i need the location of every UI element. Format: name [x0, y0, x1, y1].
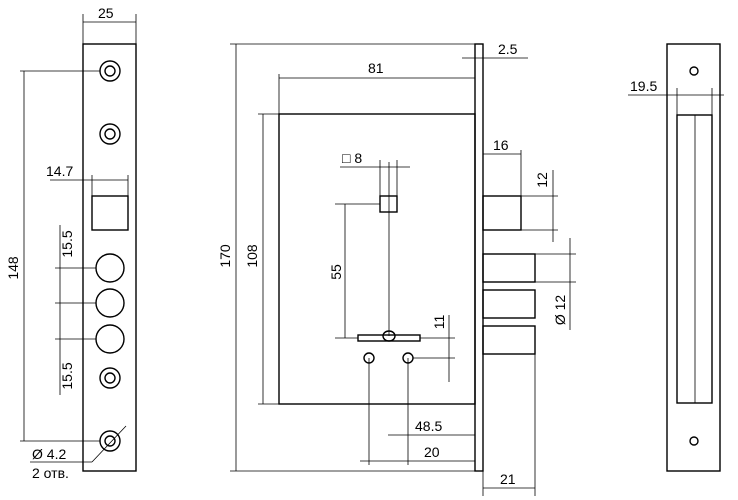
dim-spindle-to-key: 55 [328, 264, 344, 280]
faceplate-edge [474, 43, 484, 472]
dim-pitch-upper: 15.5 [59, 230, 75, 257]
strike-opening [676, 114, 713, 404]
bolt-hole-3 [95, 324, 125, 354]
dim-backset: 21 [500, 471, 516, 487]
bolt-hole-1 [95, 253, 125, 283]
screw-hole-top-outer [99, 60, 121, 82]
lock-case [278, 113, 476, 405]
screw-hole-bottom-inner [104, 435, 116, 447]
screw-hole-4-outer [99, 367, 121, 389]
dim-hole-count: 2 отв. [32, 465, 69, 481]
faceplate-front-view: 25 148 14.7 15.5 15.5 Ø 4.2 2 отв. [5, 5, 137, 481]
dim-faceplate-width: 25 [98, 5, 114, 21]
deadbolt-2 [482, 289, 536, 319]
dim-deadbolt-offset: 14.7 [46, 163, 73, 179]
dim-screw-pos-1: 48.5 [415, 418, 442, 434]
deadbolt-3 [482, 325, 536, 355]
dim-case-depth: 81 [368, 60, 384, 76]
dim-strike-offset: 19.5 [630, 78, 657, 94]
dim-bolt-diameter: Ø 12 [552, 295, 568, 326]
screw-hole-2-outer [99, 123, 121, 145]
dim-faceplate-thickness: 2.5 [498, 41, 518, 57]
deadbolt-opening [91, 195, 129, 231]
dim-latch-height: 12 [534, 172, 550, 188]
dim-faceplate-height: 148 [5, 256, 21, 280]
faceplate-outline [82, 43, 137, 472]
dim-key-slot: 11 [431, 315, 447, 330]
screw-hole-4-inner [104, 372, 116, 384]
strike-hole-top [689, 66, 699, 76]
bolt-hole-2 [95, 288, 125, 318]
strike-plate-view: 19.5 [628, 43, 724, 472]
strike-plate-outline [666, 43, 721, 472]
latch-bolt [482, 195, 522, 231]
dim-pitch-lower: 15.5 [59, 362, 75, 389]
dim-screw-pos-2: 20 [424, 444, 440, 460]
screw-hole-bottom-outer [99, 430, 121, 452]
deadbolt-1 [482, 253, 536, 283]
lock-body-side-view: 170 108 81 2.5 □ 8 55 11 16 [217, 41, 576, 496]
strike-hole-bottom [689, 436, 699, 446]
dim-hole-diameter: Ø 4.2 [32, 446, 66, 462]
dim-total-height: 170 [217, 244, 233, 268]
screw-hole-top-inner [104, 65, 116, 77]
dim-bolt-projection: 16 [493, 137, 509, 153]
screw-hole-2-inner [104, 128, 116, 140]
dim-spindle-square: □ 8 [342, 150, 362, 166]
dim-case-height: 108 [244, 244, 260, 268]
spindle-square [379, 195, 398, 213]
